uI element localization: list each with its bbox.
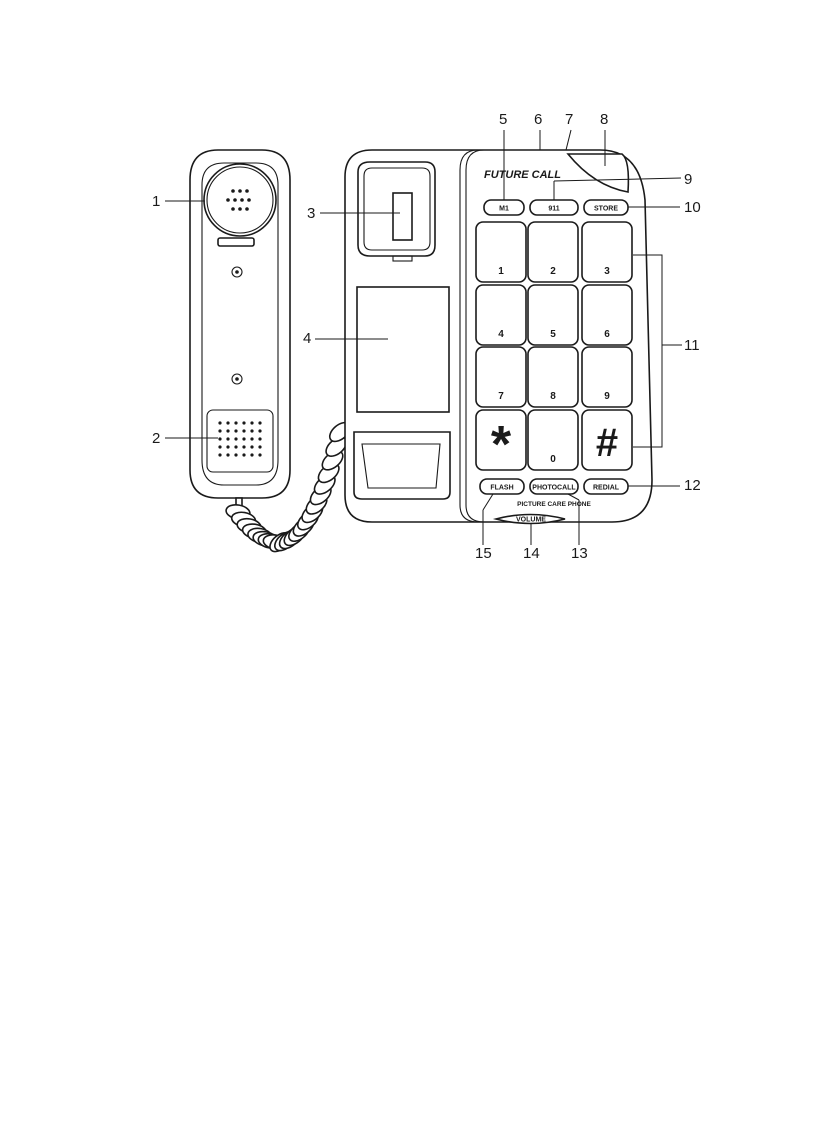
earpiece: [204, 164, 276, 236]
base-unit: FUTURE CALL M1 911 STORE 1 2 3 4 5 6 7 8 9 * 0 # FL…: [345, 150, 652, 524]
button-m1-label: M1: [499, 206, 509, 213]
hook-switch: [358, 162, 435, 261]
keypad: 1 2 3 4 5 6 7 8 9 * 0 #: [476, 222, 632, 474]
button-redial-label: REDIAL: [593, 485, 620, 492]
callout-4: 4: [303, 330, 311, 347]
callout-13: 13: [571, 545, 588, 562]
callout-5: 5: [499, 111, 507, 128]
key-2[interactable]: 2: [528, 222, 578, 282]
key-1[interactable]: 1: [476, 222, 526, 282]
key-9[interactable]: 9: [582, 347, 632, 407]
button-store-label: STORE: [594, 206, 618, 213]
callout-14: 14: [523, 545, 540, 562]
key-5[interactable]: 5: [528, 285, 578, 345]
callout-2: 2: [152, 430, 160, 447]
key-3-label: 3: [604, 266, 610, 277]
callout-9: 9: [684, 171, 692, 188]
button-flash[interactable]: FLASH: [480, 479, 524, 494]
key-6-label: 6: [604, 329, 610, 340]
callout-6: 6: [534, 111, 542, 128]
key-7-label: 7: [498, 391, 504, 402]
callout-7: 7: [565, 111, 573, 128]
callout-11: 11: [684, 337, 700, 354]
callout-15: 15: [475, 545, 492, 562]
key-star[interactable]: *: [476, 410, 526, 474]
callout-10: 10: [684, 199, 701, 216]
brand-logo: FUTURE CALL: [484, 169, 561, 181]
key-4[interactable]: 4: [476, 285, 526, 345]
button-911-label: 911: [548, 206, 559, 213]
button-store[interactable]: STORE: [584, 200, 628, 215]
handset-cradle-bottom: [354, 432, 450, 499]
key-hash-label: #: [596, 421, 618, 465]
picture-window: [357, 287, 449, 412]
callout-3: 3: [307, 205, 315, 222]
button-photocall-label: PHOTOCALL: [532, 485, 576, 492]
callout-1: 1: [152, 193, 160, 210]
key-1-label: 1: [498, 266, 504, 277]
key-8-label: 8: [550, 391, 556, 402]
key-0-label: 0: [550, 454, 556, 465]
key-5-label: 5: [550, 329, 556, 340]
button-911[interactable]: 911: [530, 200, 578, 215]
handset: [190, 150, 290, 508]
key-3[interactable]: 3: [582, 222, 632, 282]
key-8[interactable]: 8: [528, 347, 578, 407]
key-9-label: 9: [604, 391, 610, 402]
button-photocall[interactable]: PHOTOCALL: [530, 479, 578, 494]
callout-8: 8: [600, 111, 608, 128]
key-0[interactable]: 0: [528, 410, 578, 470]
callout-12: 12: [684, 477, 701, 494]
button-redial[interactable]: REDIAL: [584, 479, 628, 494]
volume-label: VOLUME: [516, 517, 546, 524]
key-star-label: *: [491, 416, 512, 474]
button-flash-label: FLASH: [490, 485, 513, 492]
button-m1[interactable]: M1: [484, 200, 524, 215]
key-2-label: 2: [550, 266, 556, 277]
key-4-label: 4: [498, 329, 504, 340]
key-7[interactable]: 7: [476, 347, 526, 407]
key-hash[interactable]: #: [582, 410, 632, 470]
model-name: PICTURE CARE PHONE: [517, 501, 591, 508]
key-6[interactable]: 6: [582, 285, 632, 345]
